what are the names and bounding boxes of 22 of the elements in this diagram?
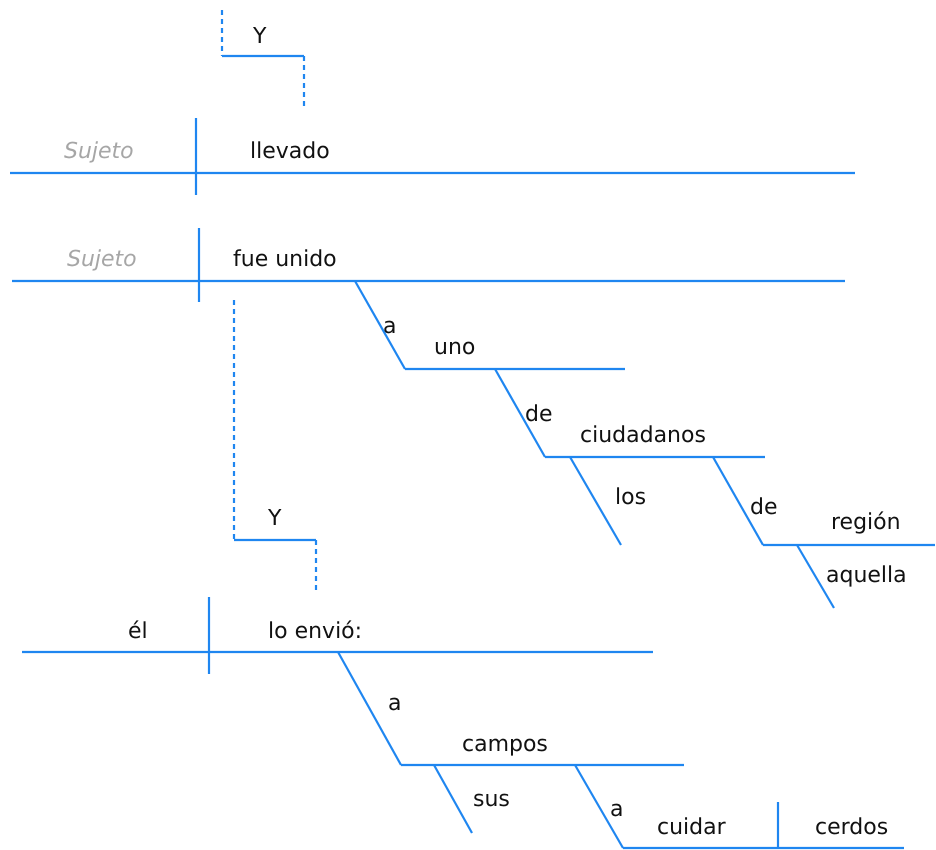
word-label: a [383,314,396,340]
word-label: aquella [826,563,907,589]
word-label: lo envió: [268,619,362,645]
word-label: llevado [250,139,330,165]
word-label: de [750,495,778,521]
word-label: sus [473,787,510,813]
word-label: cerdos [815,815,888,841]
placeholder-word: Sujeto [67,247,137,273]
word-label: ciudadanos [580,423,706,449]
word-label: Y [268,506,282,532]
word-label: a [388,691,402,717]
word-label: campos [462,732,548,758]
word-label: de [525,402,552,428]
placeholder-word: Sujeto [64,139,134,165]
word-label: Y [253,24,266,50]
word-label: región [831,510,901,536]
word-label: él [128,619,148,645]
word-label: fue unido [233,247,337,273]
word-label: los [615,485,646,511]
word-label: uno [434,335,476,361]
word-label: cuidar [657,815,726,841]
word-label: a [610,797,624,823]
